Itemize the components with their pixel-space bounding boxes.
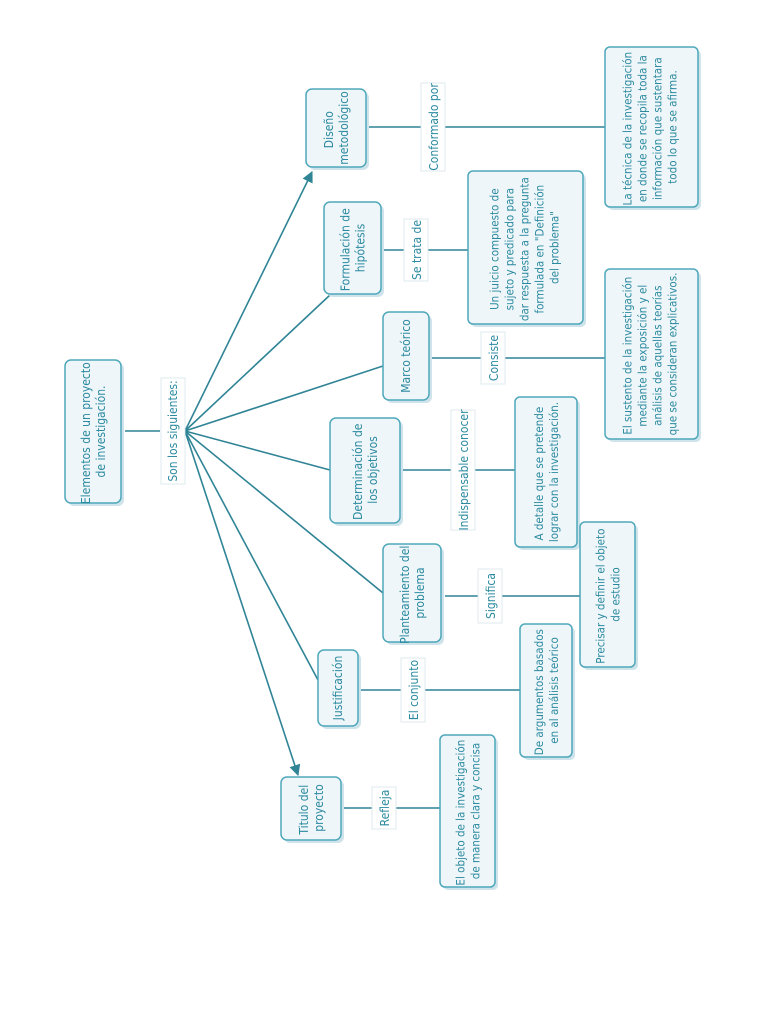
edge-planteamiento <box>184 430 384 594</box>
edge-diseno <box>184 170 313 432</box>
svg-text:Un juicio compuesto de s: Un juicio compuesto de sujeto y predicad… <box>488 174 562 321</box>
desc-objetivos: A detalle que se pretende lograr con la … <box>514 396 580 550</box>
svg-text:La técnica de la investigación: La técnica de la investigación en donde … <box>621 49 680 206</box>
svg-text:Indispensable conocer: Indispensable conocer <box>457 409 471 531</box>
desc-planteamiento: Precisar y definir el objeto de estudio <box>579 521 638 670</box>
root-title: Elementos de un proyecto de investigació… <box>79 359 108 504</box>
desc-justificacion: De argumentos basados en al análisis teó… <box>519 623 575 760</box>
svg-text:Refleja: Refleja <box>378 790 392 827</box>
svg-text:A detalle que se pretende: A detalle que se pretende lograr con la … <box>532 402 561 542</box>
node-planteamiento: Planteamiento del problema <box>382 542 444 645</box>
node-diseno: Diseño metodológico <box>305 88 369 170</box>
link-label-diseno: Conformado por <box>420 82 446 172</box>
edge-hipotesis <box>184 294 331 432</box>
svg-text:Consiste: Consiste <box>487 335 501 381</box>
svg-text:El sustento de la investigació: El sustento de la investigación mediante… <box>621 273 680 436</box>
link-label-planteamiento: Significa <box>477 568 503 624</box>
node-justificacion: Justificación <box>317 649 361 729</box>
desc-titulo: El objeto de la investigación de manera … <box>439 734 498 890</box>
link-label-objetivos: Indispensable conocer <box>450 409 476 531</box>
svg-text:Planteamiento del proble: Planteamiento del problema <box>398 542 427 644</box>
desc-hipotesis: Un juicio compuesto de sujeto y predicad… <box>467 170 586 327</box>
svg-text:Significa: Significa <box>484 573 498 619</box>
svg-text:El objeto de la investigación: El objeto de la investigación de manera … <box>454 736 483 885</box>
edge-justificacion <box>184 430 319 681</box>
svg-text:Determinación de los obj: Determinación de los objetivos <box>351 420 380 520</box>
node-marco: Marco teórico <box>382 311 432 403</box>
svg-text:Titulo del proyecto: Titulo del proyecto <box>297 781 326 835</box>
desc-diseno: La técnica de la investigación en donde … <box>604 46 701 210</box>
svg-text:Precisar y definir el objeto: Precisar y definir el objeto de estudio <box>594 525 623 663</box>
svg-text:Marco teórico: Marco teórico <box>399 319 413 393</box>
node-hipotesis: Formulación de hipótesis <box>323 201 384 297</box>
svg-text:Diseño metodológico: Diseño metodológico <box>322 91 351 165</box>
svg-text:Conformado por: Conformado por <box>427 83 441 171</box>
desc-marco: El sustento de la investigación mediante… <box>604 268 701 442</box>
svg-text:De argumentos basados en: De argumentos basados en al análisis teó… <box>532 626 561 755</box>
edges <box>125 126 610 809</box>
link-label-titulo: Refleja <box>371 786 397 830</box>
root-node: Elementos de un proyecto de investigació… <box>64 359 124 506</box>
link-label-hipotesis: Se trata de <box>403 218 429 282</box>
edge-marco <box>184 365 384 432</box>
connector-text: Son los siguientes: <box>166 380 180 481</box>
link-label-marco: Consiste <box>480 331 506 385</box>
edge-objetivos <box>184 430 331 471</box>
node-objetivos: Determinación de los objetivos <box>329 417 403 526</box>
link-label-justificacion: El conjunto <box>400 657 426 723</box>
node-titulo: Titulo del proyecto <box>280 776 344 843</box>
connector-label: Son los siguientes: <box>160 377 186 485</box>
svg-text:El conjunto: El conjunto <box>407 660 421 721</box>
svg-text:Justificación: Justificación <box>331 656 345 722</box>
svg-text:Se trata de: Se trata de <box>410 220 424 280</box>
svg-text:Formulación de hipótesis: Formulación de hipótesis <box>339 205 368 291</box>
edge-titulo <box>184 430 301 777</box>
